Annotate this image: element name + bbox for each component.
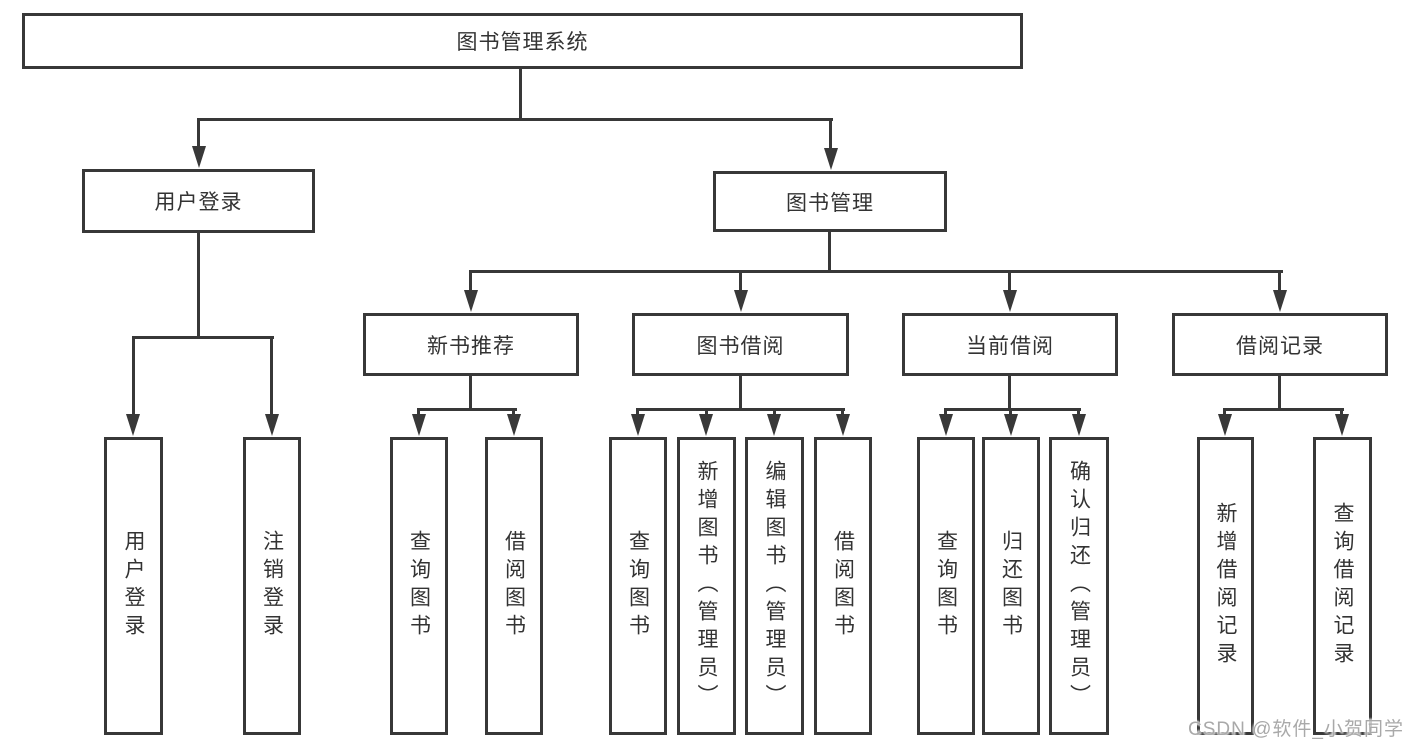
leaf-nbr-borrow-books: 借阅图书: [485, 437, 543, 735]
connector-user-login-stem: [197, 233, 200, 336]
node-current-borrow: 当前借阅: [902, 313, 1118, 376]
connector-borrow-record-hline: [1224, 408, 1344, 411]
leaf-logout: 注销登录: [243, 437, 301, 735]
leaf-cb-confirm-return-admin: 确认归还（管理员）: [1049, 437, 1109, 735]
connector-level3-hline: [469, 270, 1283, 273]
leaf-nbr-query-books-label: 查询图书: [407, 530, 431, 642]
arrow-to-new-book-rec-icon: [464, 290, 478, 312]
leaf-cb-query-books: 查询图书: [917, 437, 975, 735]
leaf-bb-query-books-label: 查询图书: [626, 530, 650, 642]
leaf-bb-borrow-books: 借阅图书: [814, 437, 872, 735]
node-root-label: 图书管理系统: [456, 31, 589, 54]
arrow-to-cb-query-icon: [939, 414, 953, 436]
connector-drop-br-query: [1340, 408, 1343, 416]
arrow-to-bb-query-icon: [631, 414, 645, 436]
connector-drop-cb-query: [944, 408, 947, 416]
leaf-nbr-borrow-books-label: 借阅图书: [502, 530, 526, 642]
connector-drop-leaf-logout: [270, 336, 273, 416]
arrow-to-br-add-icon: [1218, 414, 1232, 436]
connector-new-book-rec-stem: [469, 376, 472, 408]
leaf-cb-query-books-label: 查询图书: [934, 530, 958, 642]
connector-drop-book-mgmt: [829, 118, 832, 150]
arrow-to-current-borrow-icon: [1003, 290, 1017, 312]
connector-drop-borrow-record: [1278, 270, 1281, 292]
connector-book-mgmt-stem: [828, 232, 831, 272]
node-current-borrow-label: 当前借阅: [966, 334, 1054, 358]
connector-drop-new-book-rec: [469, 270, 472, 292]
leaf-br-query-record: 查询借阅记录: [1313, 437, 1372, 735]
leaf-bb-edit-books-admin-label: 编辑图书（管理员）: [763, 460, 786, 712]
arrow-to-bb-add-icon: [699, 414, 713, 436]
connector-drop-bb-edit: [773, 408, 776, 416]
leaf-cb-confirm-return-admin-label: 确认归还（管理员）: [1067, 460, 1091, 712]
leaf-bb-add-books-admin: 新增图书（管理员）: [677, 437, 736, 735]
node-book-borrow-label: 图书借阅: [696, 334, 785, 358]
node-user-login: 用户登录: [82, 169, 315, 233]
arrow-to-nbr-query-icon: [412, 414, 426, 436]
arrow-to-book-mgmt-icon: [824, 148, 838, 170]
leaf-nbr-query-books: 查询图书: [390, 437, 448, 735]
connector-drop-cb-confirm: [1077, 408, 1080, 416]
node-new-book-rec: 新书推荐: [363, 313, 579, 376]
connector-drop-bb-borrow: [841, 408, 844, 416]
leaf-bb-edit-books-admin: 编辑图书（管理员）: [745, 437, 804, 735]
node-borrow-record-label: 借阅记录: [1236, 334, 1324, 358]
connector-drop-current-borrow: [1008, 270, 1011, 292]
arrow-to-bb-edit-icon: [767, 414, 781, 436]
connector-level2-hline: [197, 118, 833, 121]
node-root: 图书管理系统: [22, 13, 1023, 69]
connector-root-stem: [519, 69, 522, 118]
connector-drop-book-borrow: [739, 270, 742, 292]
connector-new-book-rec-hline: [417, 408, 517, 411]
connector-current-borrow-hline: [944, 408, 1081, 411]
arrow-to-nbr-borrow-icon: [507, 414, 521, 436]
arrow-to-user-login-icon: [192, 146, 206, 168]
connector-book-borrow-stem: [739, 376, 742, 408]
leaf-bb-query-books: 查询图书: [609, 437, 667, 735]
connector-user-login-hline: [132, 336, 274, 339]
leaf-cb-return-books: 归还图书: [982, 437, 1040, 735]
leaf-bb-add-books-admin-label: 新增图书（管理员）: [695, 460, 718, 712]
arrow-to-cb-confirm-icon: [1072, 414, 1086, 436]
leaf-logout-label: 注销登录: [260, 530, 284, 642]
watermark: CSDN @软件_小贺同学: [1188, 719, 1404, 740]
connector-drop-br-add: [1223, 408, 1226, 416]
connector-drop-bb-query: [636, 408, 639, 416]
node-book-mgmt-label: 图书管理: [786, 191, 874, 215]
arrow-to-cb-return-icon: [1004, 414, 1018, 436]
arrow-to-borrow-record-icon: [1273, 290, 1287, 312]
arrow-to-leaf-user-login-icon: [126, 414, 140, 436]
leaf-br-query-record-label: 查询借阅记录: [1331, 502, 1354, 670]
connector-borrow-record-stem: [1278, 376, 1281, 408]
connector-book-borrow-hline: [636, 408, 845, 411]
node-user-login-label: 用户登录: [154, 191, 243, 214]
leaf-bb-borrow-books-label: 借阅图书: [831, 530, 855, 642]
node-new-book-rec-label: 新书推荐: [427, 334, 515, 358]
connector-drop-nbr-query: [417, 408, 420, 416]
node-borrow-record: 借阅记录: [1172, 313, 1388, 376]
connector-current-borrow-stem: [1008, 376, 1011, 408]
leaf-user-login: 用户登录: [104, 437, 163, 735]
connector-drop-nbr-borrow: [512, 408, 515, 416]
leaf-br-add-record: 新增借阅记录: [1197, 437, 1254, 735]
connector-drop-cb-return: [1009, 408, 1012, 416]
arrow-to-leaf-logout-icon: [265, 414, 279, 436]
arrow-to-bb-borrow-icon: [836, 414, 850, 436]
node-book-borrow: 图书借阅: [632, 313, 849, 376]
node-book-mgmt: 图书管理: [713, 171, 947, 232]
connector-drop-user-login: [197, 118, 200, 148]
leaf-br-add-record-label: 新增借阅记录: [1214, 502, 1237, 670]
arrow-to-book-borrow-icon: [734, 290, 748, 312]
arrow-to-br-query-icon: [1335, 414, 1349, 436]
connector-drop-bb-add: [705, 408, 708, 416]
leaf-user-login-label: 用户登录: [122, 530, 145, 642]
leaf-cb-return-books-label: 归还图书: [999, 530, 1023, 642]
connector-drop-leaf-user-login: [132, 336, 135, 416]
